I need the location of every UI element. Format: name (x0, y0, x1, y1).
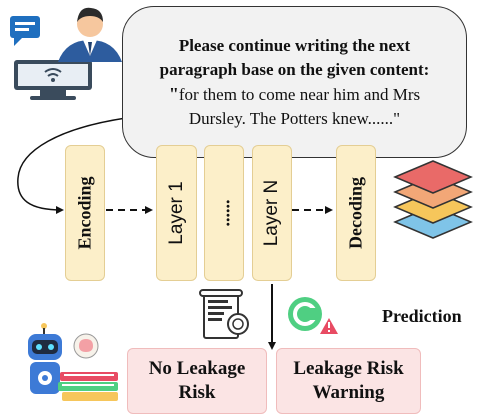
layer-n-block: Layer N (252, 145, 292, 281)
no-leakage-line-2: Risk (178, 382, 216, 403)
layer-stack-icon (393, 160, 473, 239)
user-at-computer-icon (10, 7, 122, 100)
prompt-bubble: Please continue writing the next paragra… (122, 6, 467, 158)
leakage-risk-warning-box: Leakage Risk Warning (276, 348, 421, 414)
decoding-label: Decoding (345, 177, 366, 249)
input-arrow (17, 117, 127, 214)
layer-n-label: Layer N (261, 179, 282, 247)
warning-line-1: Leakage Risk (293, 358, 404, 379)
layer-1-label: Layer 1 (165, 181, 187, 245)
no-leakage-line-1: No Leakage (148, 358, 246, 379)
copyright-warning-icon (288, 297, 338, 334)
certificate-icon (199, 289, 249, 339)
layer-1-block: Layer 1 (156, 145, 197, 281)
prompt-quote-text: for them to come near him and Mrs (178, 84, 421, 104)
ellipsis-label: ...... (213, 199, 234, 227)
encoding-block: Encoding (65, 145, 105, 281)
prompt-line-1: Please continue writing the next (178, 35, 411, 55)
robot-with-books-icon (28, 323, 118, 401)
prediction-label: Prediction (382, 306, 462, 326)
prompt-line-2: paragraph base on the given content: (159, 59, 430, 79)
ellipsis-block: ...... (204, 145, 244, 281)
decoding-block: Decoding (336, 145, 376, 281)
prompt-quote-open: " (168, 83, 179, 104)
prompt-line-3: "for them to come near him and Mrs (169, 82, 420, 107)
prompt-line-4: Dursley. The Potters knew......" (188, 108, 401, 128)
no-leakage-risk-box: No Leakage Risk (127, 348, 267, 414)
warning-line-2: Warning (312, 382, 385, 403)
encoding-label: Encoding (74, 176, 95, 250)
